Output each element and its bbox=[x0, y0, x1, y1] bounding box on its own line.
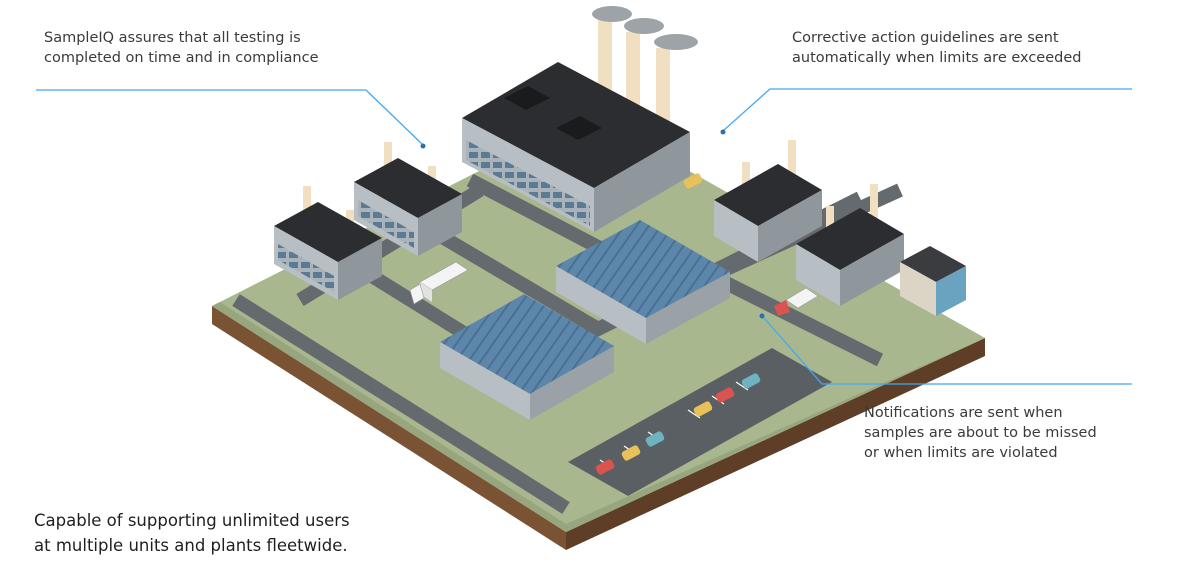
parking-lot bbox=[568, 348, 832, 496]
road-outer-left bbox=[232, 294, 570, 514]
car-teal bbox=[645, 431, 665, 447]
car-red-2 bbox=[715, 387, 735, 403]
parked-cars bbox=[595, 373, 761, 475]
roof-vent-1 bbox=[504, 86, 550, 110]
car-teal-2 bbox=[741, 373, 761, 389]
delivery-truck-left bbox=[409, 261, 469, 305]
car-yellow bbox=[621, 445, 641, 461]
chimney-3 bbox=[656, 48, 670, 122]
small-factory-left-2 bbox=[354, 142, 462, 256]
factory-wall-right bbox=[594, 132, 690, 232]
callout-notifications: Notifications are sent when samples are … bbox=[864, 403, 1097, 463]
soil-side-right bbox=[566, 338, 985, 550]
callout-line: Notifications are sent when bbox=[864, 405, 1063, 421]
leader-lines bbox=[36, 88, 1132, 385]
factory-windows bbox=[466, 140, 590, 226]
chimney-2 bbox=[626, 32, 640, 106]
leader-dot-bottom-right bbox=[759, 313, 765, 319]
parking-surface bbox=[568, 348, 832, 496]
leader-line-top-right bbox=[723, 88, 1132, 131]
small-factory-right-2 bbox=[796, 184, 904, 306]
soil-side-left bbox=[212, 306, 566, 550]
leader-dots bbox=[420, 129, 765, 319]
smoke bbox=[592, 6, 698, 50]
callout-line: at multiple units and plants fleetwide. bbox=[34, 536, 348, 555]
callout-line: completed on time and in compliance bbox=[44, 50, 319, 66]
callout-line: or when limits are violated bbox=[864, 445, 1058, 461]
callout-line: Corrective action guidelines are sent bbox=[792, 30, 1059, 46]
leader-dot-top-left bbox=[420, 143, 426, 149]
callout-testing-compliance: SampleIQ assures that all testing is com… bbox=[44, 28, 319, 68]
callout-corrective-action: Corrective action guidelines are sent au… bbox=[792, 28, 1081, 68]
car-yellow-2 bbox=[693, 401, 713, 417]
small-factory-left-1 bbox=[274, 186, 382, 300]
warehouse-lower bbox=[440, 294, 614, 420]
leader-line-top-left bbox=[36, 89, 423, 145]
leader-dot-top-right bbox=[720, 129, 726, 135]
car-red bbox=[595, 459, 615, 475]
car-yellow-road bbox=[683, 173, 703, 189]
office-building bbox=[900, 246, 966, 316]
callout-unlimited-users: Capable of supporting unlimited users at… bbox=[34, 508, 350, 558]
callout-line: automatically when limits are exceeded bbox=[792, 50, 1082, 66]
delivery-truck-right bbox=[774, 287, 819, 316]
main-factory bbox=[462, 6, 698, 232]
callout-line: samples are about to be missed bbox=[864, 425, 1097, 441]
chimney-1 bbox=[598, 18, 612, 90]
callout-line: Capable of supporting unlimited users bbox=[34, 511, 350, 530]
callout-line: SampleIQ assures that all testing is bbox=[44, 30, 301, 46]
small-factory-right-1 bbox=[714, 140, 822, 262]
leader-line-bottom-right bbox=[763, 317, 1132, 385]
warehouse-upper bbox=[556, 220, 730, 344]
roof-vent-2 bbox=[556, 116, 602, 140]
